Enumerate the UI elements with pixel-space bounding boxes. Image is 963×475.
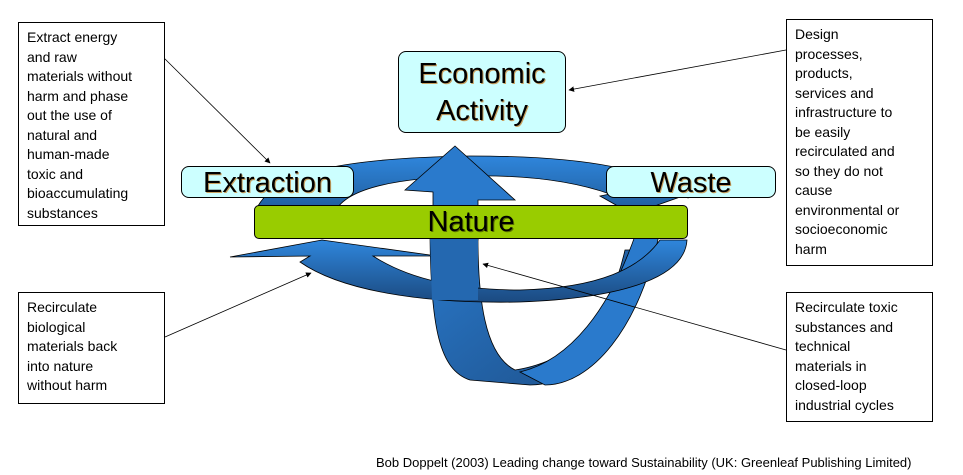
leader-line-bottom-left <box>164 272 312 338</box>
lower-cycle-arrow <box>229 239 688 303</box>
economic-activity-node: Economic Activity <box>398 51 566 133</box>
extraction-node: Extraction <box>181 166 354 199</box>
vertical-shaft <box>430 238 478 300</box>
citation: Bob Doppelt (2003) Leading change toward… <box>376 455 912 470</box>
vertical-loop-arrow-right <box>518 229 661 386</box>
waste-node: Waste <box>606 166 776 199</box>
nature-bar: Nature <box>254 205 688 239</box>
note-recirculate-biological: Recirculate biological materials back in… <box>18 292 165 404</box>
leader-line-bottom-right <box>482 262 787 351</box>
note-recirculate-toxic: Recirculate toxic substances and technic… <box>786 292 933 422</box>
leader-line-top-right <box>568 49 787 92</box>
note-extract-energy: Extract energy and raw materials without… <box>18 22 165 226</box>
leader-line-top-left <box>163 57 271 164</box>
note-design-processes: Design processes, products, services and… <box>786 19 933 266</box>
